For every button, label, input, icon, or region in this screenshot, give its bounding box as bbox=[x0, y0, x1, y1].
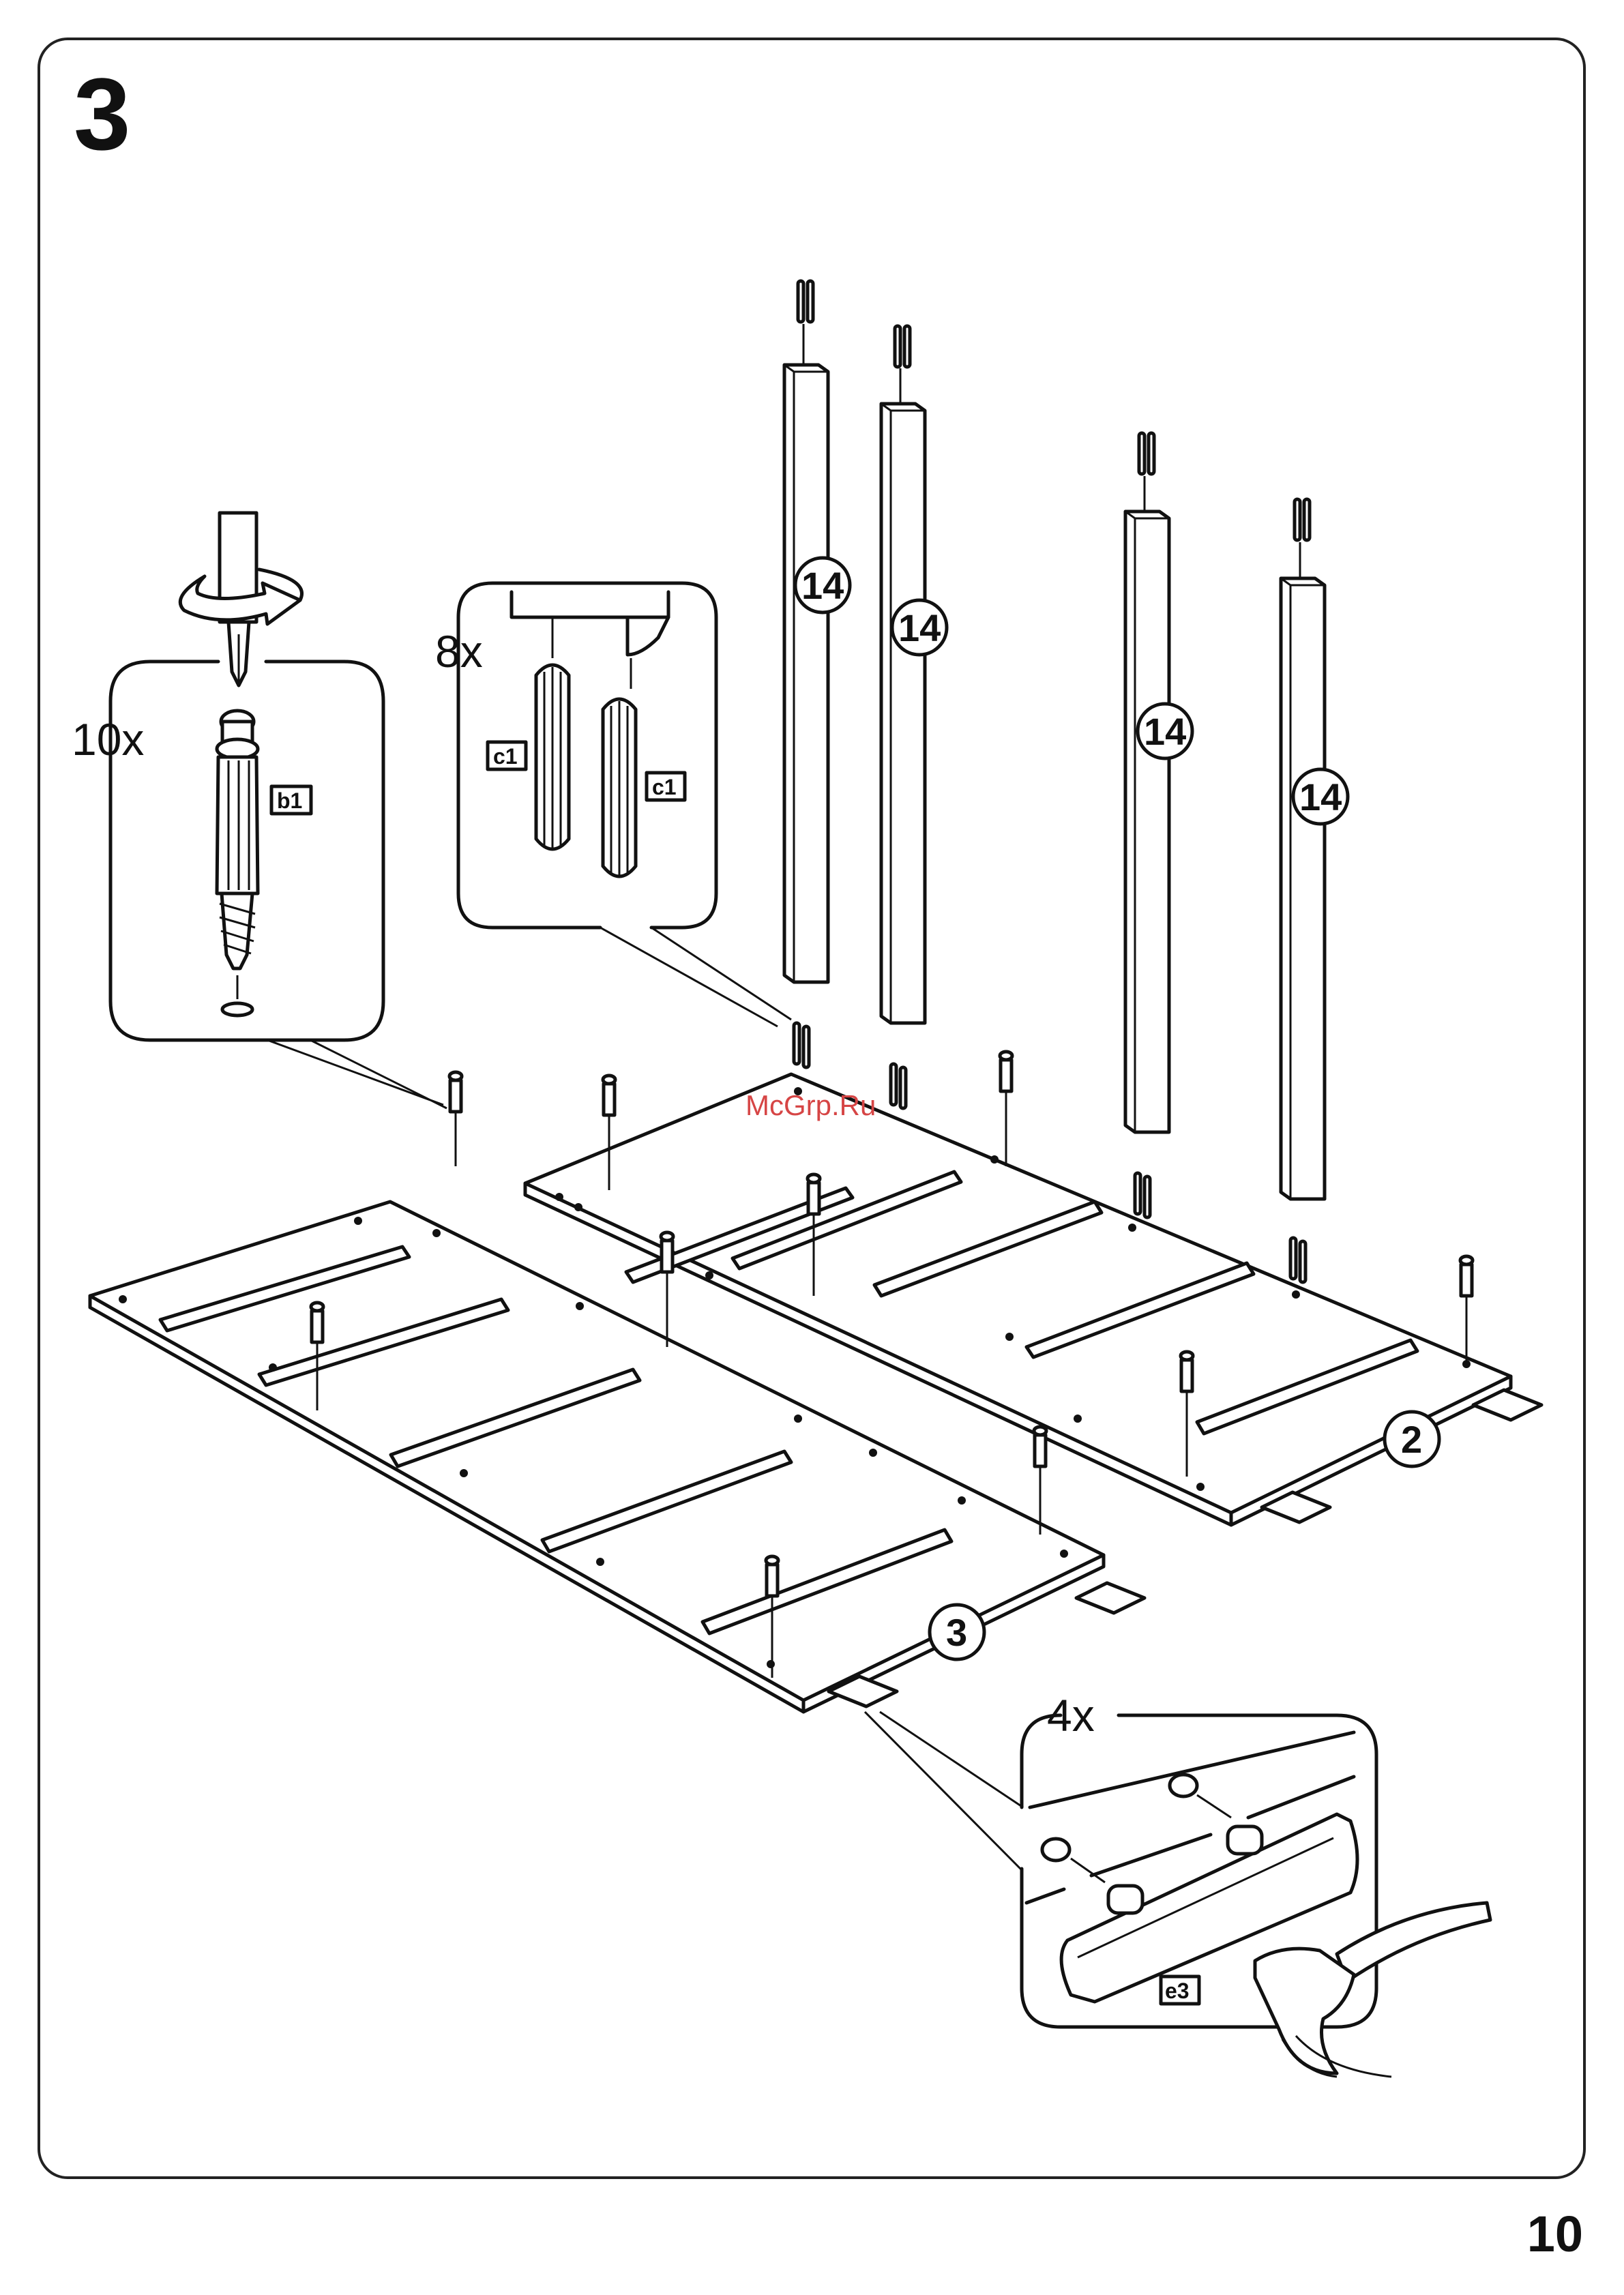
part-number-post-1: 14 bbox=[801, 564, 844, 607]
cam-lock-b1 bbox=[217, 711, 258, 1016]
part-code-e3: e3 bbox=[1165, 1979, 1190, 2003]
part-number-panel-3: 3 bbox=[946, 1611, 967, 1654]
post-3: 14 bbox=[1125, 433, 1192, 1217]
callout-dowel-count: 8x bbox=[435, 626, 483, 677]
part-code-c1-left: c1 bbox=[493, 744, 518, 769]
part-number-post-4: 14 bbox=[1299, 775, 1342, 818]
part-number-panel-2: 2 bbox=[1401, 1418, 1422, 1461]
callout-cam-count: 10x bbox=[72, 714, 144, 765]
part-number-post-3: 14 bbox=[1144, 710, 1186, 753]
callout-dowel: 8x c1 c1 bbox=[435, 583, 791, 1026]
post-1: 14 bbox=[784, 281, 850, 1067]
part-code-c1-right: c1 bbox=[652, 775, 677, 799]
hammer-icon bbox=[1255, 1903, 1490, 2077]
part-number-post-2: 14 bbox=[898, 606, 941, 649]
post-4: 14 bbox=[1281, 499, 1348, 1282]
callout-glide: 4x e3 bbox=[865, 1690, 1490, 2077]
callout-cam-lock: 10x b1 bbox=[72, 513, 447, 1108]
post-2: 14 bbox=[881, 326, 947, 1108]
watermark: McGrp.Ru bbox=[745, 1091, 876, 1120]
dowel-c1-right bbox=[603, 699, 636, 876]
part-code-b1: b1 bbox=[277, 788, 302, 813]
callout-glide-count: 4x bbox=[1047, 1690, 1095, 1741]
dowel-c1-left bbox=[536, 665, 569, 849]
